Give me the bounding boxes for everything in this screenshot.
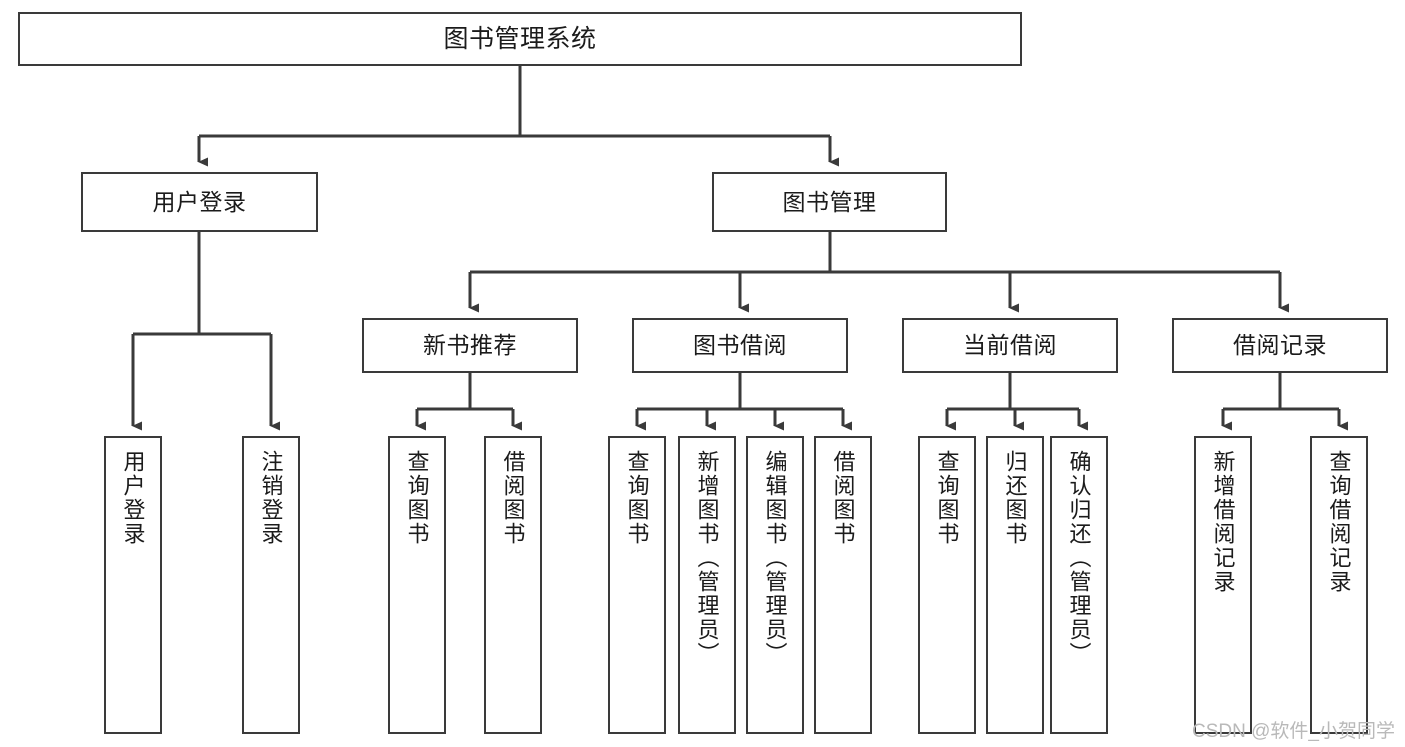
leaf-user-logout[interactable]: 注销登录: [242, 436, 300, 734]
csdn-watermark: CSDN @软件_小贺同学: [1192, 721, 1395, 742]
node-book-borrowing[interactable]: 图书借阅: [632, 318, 848, 373]
leaf-add-borrow-record-label: 新增借阅记录: [1210, 450, 1236, 594]
leaf-query-book-current[interactable]: 查询图书: [918, 436, 976, 734]
leaf-confirm-return-admin[interactable]: 确认归还（管理员）: [1050, 436, 1108, 734]
node-new-book-recommendation[interactable]: 新书推荐: [362, 318, 578, 373]
node-new-book-recommendation-label: 新书推荐: [423, 332, 517, 359]
leaf-query-book-borrowing[interactable]: 查询图书: [608, 436, 666, 734]
node-borrow-records[interactable]: 借阅记录: [1172, 318, 1388, 373]
leaf-add-book-admin[interactable]: 新增图书（管理员）: [678, 436, 736, 734]
leaf-add-book-admin-label: 新增图书（管理员）: [694, 450, 720, 666]
node-user-login[interactable]: 用户登录: [81, 172, 318, 232]
leaf-borrow-book-borrowing[interactable]: 借阅图书: [814, 436, 872, 734]
leaf-confirm-return-admin-label: 确认归还（管理员）: [1066, 450, 1092, 666]
node-user-login-label: 用户登录: [152, 188, 247, 215]
leaf-query-borrow-record[interactable]: 查询借阅记录: [1310, 436, 1368, 734]
node-root-label: 图书管理系统: [443, 24, 597, 53]
leaf-query-book-newbook-label: 查询图书: [404, 450, 430, 546]
leaf-edit-book-admin-label: 编辑图书（管理员）: [762, 450, 788, 666]
leaf-user-login-label: 用户登录: [120, 450, 146, 546]
node-book-management-label: 图书管理: [782, 188, 877, 215]
node-current-borrowing[interactable]: 当前借阅: [902, 318, 1118, 373]
node-borrow-records-label: 借阅记录: [1233, 332, 1327, 359]
node-root[interactable]: 图书管理系统: [18, 12, 1022, 66]
leaf-add-borrow-record[interactable]: 新增借阅记录: [1194, 436, 1252, 734]
leaf-query-borrow-record-label: 查询借阅记录: [1326, 450, 1352, 594]
leaf-return-book[interactable]: 归还图书: [986, 436, 1044, 734]
leaf-borrow-book-newbook-label: 借阅图书: [500, 450, 526, 546]
leaf-query-book-borrowing-label: 查询图书: [624, 450, 650, 546]
leaf-return-book-label: 归还图书: [1002, 450, 1028, 546]
leaf-user-login[interactable]: 用户登录: [104, 436, 162, 734]
leaf-borrow-book-borrowing-label: 借阅图书: [830, 450, 856, 546]
leaf-user-logout-label: 注销登录: [258, 450, 284, 546]
leaf-borrow-book-newbook[interactable]: 借阅图书: [484, 436, 542, 734]
node-book-borrowing-label: 图书借阅: [693, 332, 787, 359]
leaf-query-book-newbook[interactable]: 查询图书: [388, 436, 446, 734]
node-book-management[interactable]: 图书管理: [712, 172, 947, 232]
leaf-query-book-current-label: 查询图书: [934, 450, 960, 546]
leaf-edit-book-admin[interactable]: 编辑图书（管理员）: [746, 436, 804, 734]
node-current-borrowing-label: 当前借阅: [963, 332, 1057, 359]
